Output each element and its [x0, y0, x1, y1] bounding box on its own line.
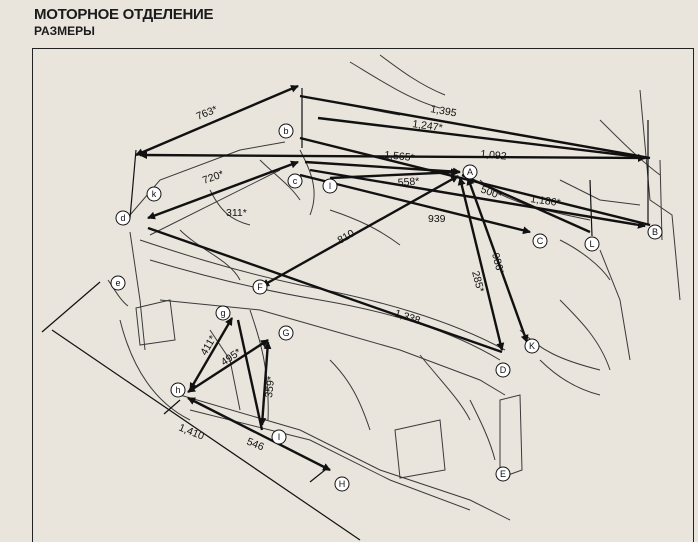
- label-1092: 1,092: [480, 148, 508, 163]
- label-1395: 1,395: [429, 103, 457, 119]
- svg-text:G: G: [282, 328, 289, 338]
- label-546: 546: [245, 436, 266, 454]
- dim-763-line: [135, 84, 299, 157]
- label-939: 939: [428, 213, 446, 225]
- svg-text:l: l: [329, 181, 331, 191]
- point-g: g: [215, 305, 231, 321]
- svg-text:H: H: [339, 479, 346, 489]
- dim-1395-upper: [299, 94, 651, 160]
- dim-1092-line: [317, 116, 649, 160]
- dim-1565-line: [304, 160, 461, 176]
- label-359: 359*: [263, 376, 277, 399]
- page-title: МОТОРНОЕ ОТДЕЛЕНИЕ: [34, 6, 214, 23]
- label-1410: 1,410: [177, 422, 206, 443]
- label-1565: 1,565*: [384, 149, 415, 164]
- car-body-outline: [107, 54, 681, 521]
- point-B: B: [647, 224, 663, 240]
- point-b: b: [278, 123, 294, 139]
- point-L: L: [584, 236, 600, 252]
- label-986: 986*: [489, 252, 506, 276]
- label-311: 311*: [226, 207, 247, 219]
- point-H: H: [334, 476, 350, 492]
- svg-text:I: I: [278, 432, 281, 442]
- svg-text:L: L: [589, 239, 594, 249]
- svg-text:e: e: [115, 278, 120, 288]
- dim-1186-line: [309, 168, 646, 229]
- point-e: e: [110, 275, 126, 291]
- svg-text:K: K: [529, 341, 535, 351]
- dim-500-line: [461, 173, 591, 234]
- point-C: C: [532, 233, 548, 249]
- point-F: F: [252, 279, 268, 295]
- svg-text:F: F: [257, 282, 263, 292]
- diagram-frame: [32, 48, 694, 542]
- point-E: E: [495, 466, 511, 482]
- dim-986-line: [466, 177, 529, 343]
- label-285: 285*: [469, 270, 486, 294]
- label-558: 558*: [397, 176, 419, 189]
- svg-text:C: C: [537, 236, 544, 246]
- point-l: l: [322, 178, 338, 194]
- point-D: D: [495, 362, 511, 378]
- svg-text:E: E: [500, 469, 506, 479]
- dim-810-line: [261, 174, 459, 288]
- label-1338: 1,338: [393, 307, 422, 327]
- svg-text:A: A: [467, 167, 473, 177]
- point-callouts: A B C D E F G H I K L b c d e g h k l: [110, 123, 663, 492]
- label-1247: 1,247*: [412, 118, 444, 134]
- page-subtitle: РАЗМЕРЫ: [34, 24, 95, 38]
- svg-text:k: k: [152, 189, 157, 199]
- label-1186: 1,186*: [530, 193, 562, 209]
- point-I: I: [271, 429, 287, 445]
- svg-text:B: B: [652, 227, 658, 237]
- point-c: c: [287, 173, 303, 189]
- point-d: d: [115, 210, 131, 226]
- svg-text:d: d: [120, 213, 125, 223]
- svg-text:b: b: [283, 126, 288, 136]
- point-G: G: [278, 325, 294, 341]
- svg-text:c: c: [293, 176, 298, 186]
- point-K: K: [524, 338, 540, 354]
- label-720: 720*: [201, 168, 225, 187]
- ground-dimension-lines: [41, 281, 361, 541]
- dim-495-line: [187, 338, 269, 394]
- svg-text:g: g: [220, 308, 225, 318]
- dim-720-line: [147, 160, 299, 220]
- point-A: A: [462, 164, 478, 180]
- svg-text:D: D: [500, 365, 507, 375]
- point-h: h: [170, 382, 186, 398]
- dim-546-line: [187, 396, 331, 472]
- point-k: k: [146, 186, 162, 202]
- dim-1338-line: [147, 226, 503, 354]
- svg-text:h: h: [175, 385, 180, 395]
- measurement-lines: [129, 84, 651, 472]
